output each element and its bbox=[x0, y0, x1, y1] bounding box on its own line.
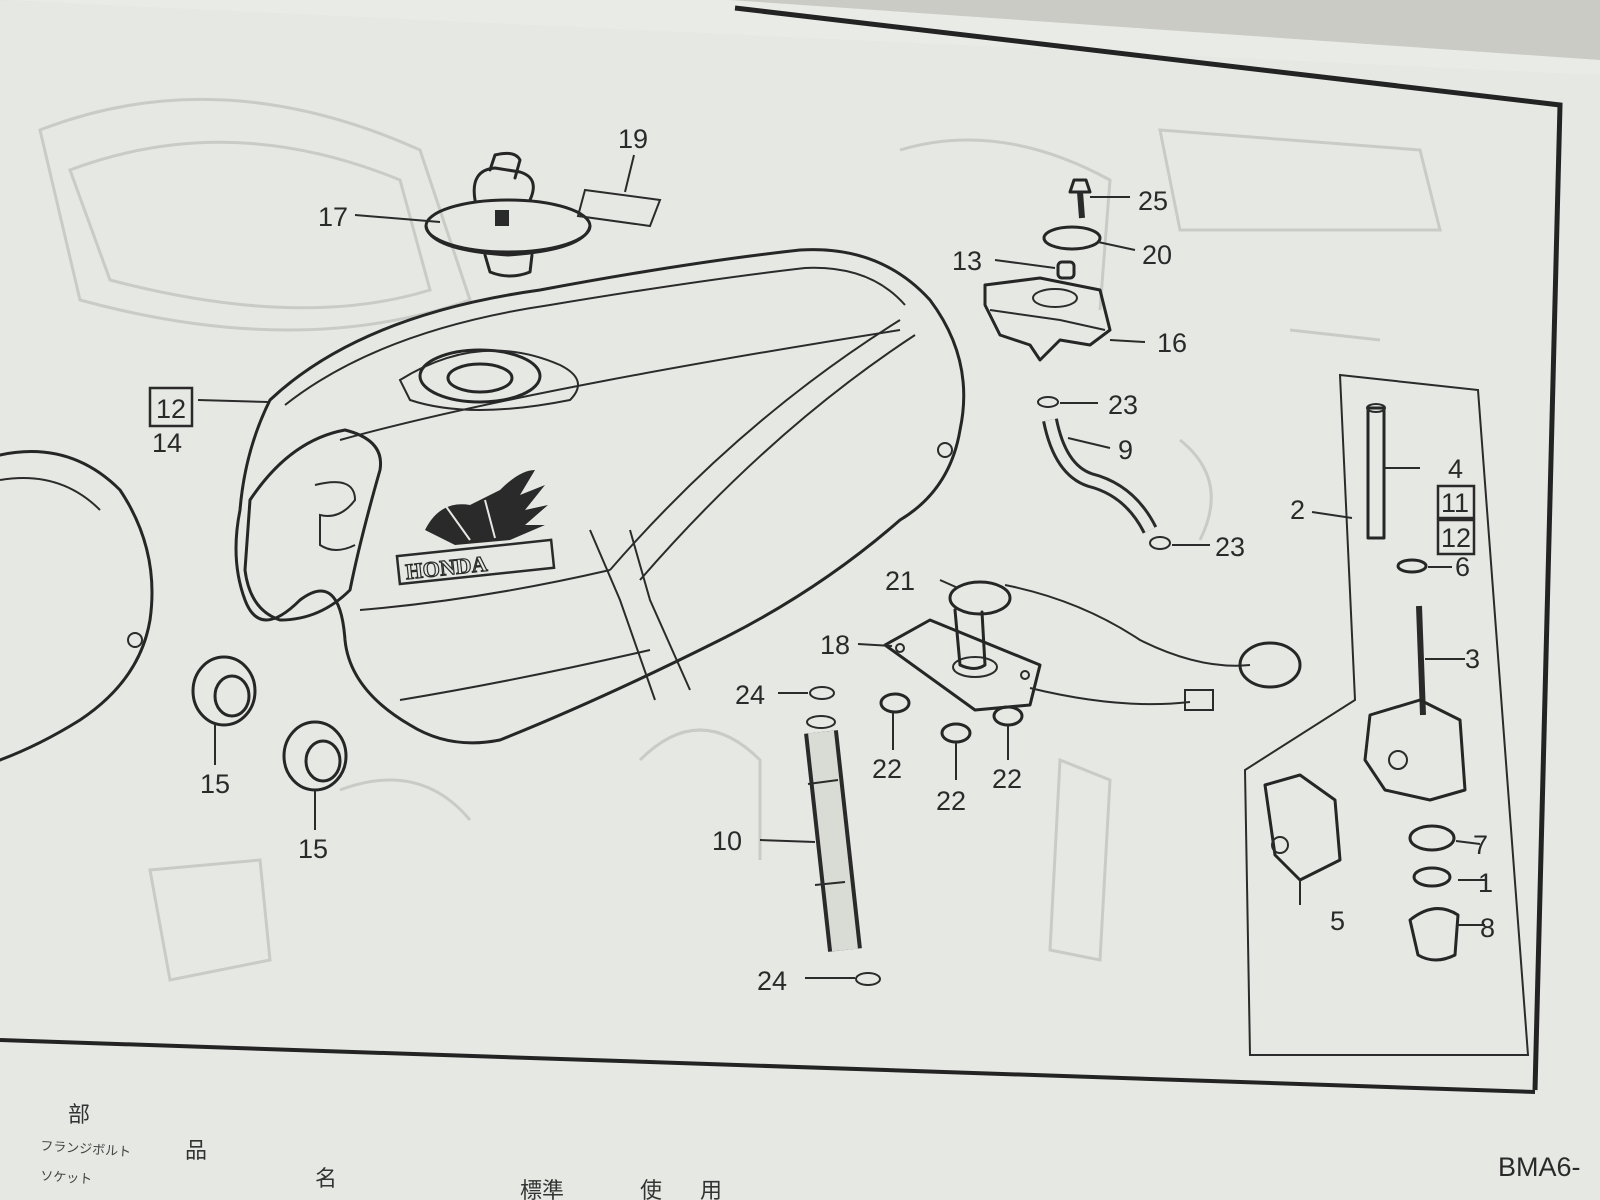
footer-line-socket: ソケット bbox=[40, 1169, 93, 1188]
callout-12-valve: 12 bbox=[1441, 523, 1471, 553]
callout-14: 14 bbox=[152, 428, 182, 458]
callout-5: 5 bbox=[1330, 906, 1345, 936]
callout-25: 25 bbox=[1138, 186, 1168, 216]
callout-1: 1 bbox=[1478, 868, 1493, 898]
footer-char-hin: 品 bbox=[185, 1139, 207, 1164]
callout-13: 13 bbox=[952, 246, 982, 276]
callout-9: 9 bbox=[1118, 435, 1133, 465]
callout-23-lower: 23 bbox=[1215, 532, 1245, 562]
callout-12-box bbox=[148, 386, 194, 428]
callout-11: 11 bbox=[1441, 488, 1469, 518]
callout-22-left: 22 bbox=[872, 754, 902, 784]
callout-17: 17 bbox=[318, 202, 348, 232]
footer-standard: 標準 bbox=[520, 1179, 564, 1200]
fuel-hose-9 bbox=[1037, 396, 1171, 550]
callout-24-upper: 24 bbox=[735, 680, 765, 710]
callout-12: 12 bbox=[156, 394, 186, 424]
caution-label-sticker bbox=[576, 188, 662, 228]
seat-fragment bbox=[0, 450, 154, 762]
frame-bottom-rule bbox=[0, 1038, 1536, 1094]
fuel-cap bbox=[424, 151, 592, 278]
bleed-through-ghosts bbox=[38, 97, 1442, 982]
fuel-tank: HONDA bbox=[234, 248, 966, 745]
callout-15-left: 15 bbox=[200, 769, 230, 799]
callout-2: 2 bbox=[1290, 495, 1305, 525]
parts-list-footer: 部 品 名 標準 使 用 フランジボルト ソケット BMA6- bbox=[40, 1103, 1581, 1200]
callout-15-right: 15 bbox=[298, 834, 328, 864]
callout-4: 4 bbox=[1448, 454, 1463, 484]
frame-border bbox=[734, 5, 1563, 1091]
callout-16: 16 bbox=[1157, 328, 1187, 358]
page-code: BMA6- bbox=[1498, 1152, 1581, 1182]
callout-11-box bbox=[1436, 484, 1476, 520]
footer-char-shi: 使 bbox=[640, 1179, 662, 1200]
callout-10: 10 bbox=[712, 826, 742, 856]
footer-char-mei: 名 bbox=[315, 1167, 337, 1192]
paper-top bbox=[0, 0, 1600, 75]
fuel-hose-10 bbox=[804, 686, 881, 986]
leader-lines bbox=[197, 154, 1485, 979]
callout-20: 20 bbox=[1142, 240, 1172, 270]
callout-22-right: 22 bbox=[992, 764, 1022, 794]
callout-24-lower: 24 bbox=[757, 966, 787, 996]
callout-7: 7 bbox=[1473, 830, 1488, 860]
callout-18: 18 bbox=[820, 630, 850, 660]
footer-line-flange-bolt: フランジボルト bbox=[40, 1139, 132, 1160]
callout-12b-box bbox=[1436, 518, 1476, 556]
fuel-level-sender bbox=[883, 580, 1302, 712]
callout-8: 8 bbox=[1480, 913, 1495, 943]
callout-21: 21 bbox=[885, 566, 915, 596]
footer-char-bu: 部 bbox=[68, 1103, 90, 1128]
callout-22-middle: 22 bbox=[936, 786, 966, 816]
callout-19: 19 bbox=[618, 124, 648, 154]
mount-hardware bbox=[983, 178, 1112, 362]
callout-23-upper: 23 bbox=[1108, 390, 1138, 420]
callout-numbers: 19 17 25 20 13 16 12 14 23 9 23 2 4 11 1… bbox=[152, 124, 1495, 996]
fuel-valve-group bbox=[1243, 373, 1530, 1056]
footer-char-you: 用 bbox=[700, 1179, 722, 1200]
callout-6: 6 bbox=[1455, 552, 1470, 582]
callout-3: 3 bbox=[1465, 644, 1480, 674]
